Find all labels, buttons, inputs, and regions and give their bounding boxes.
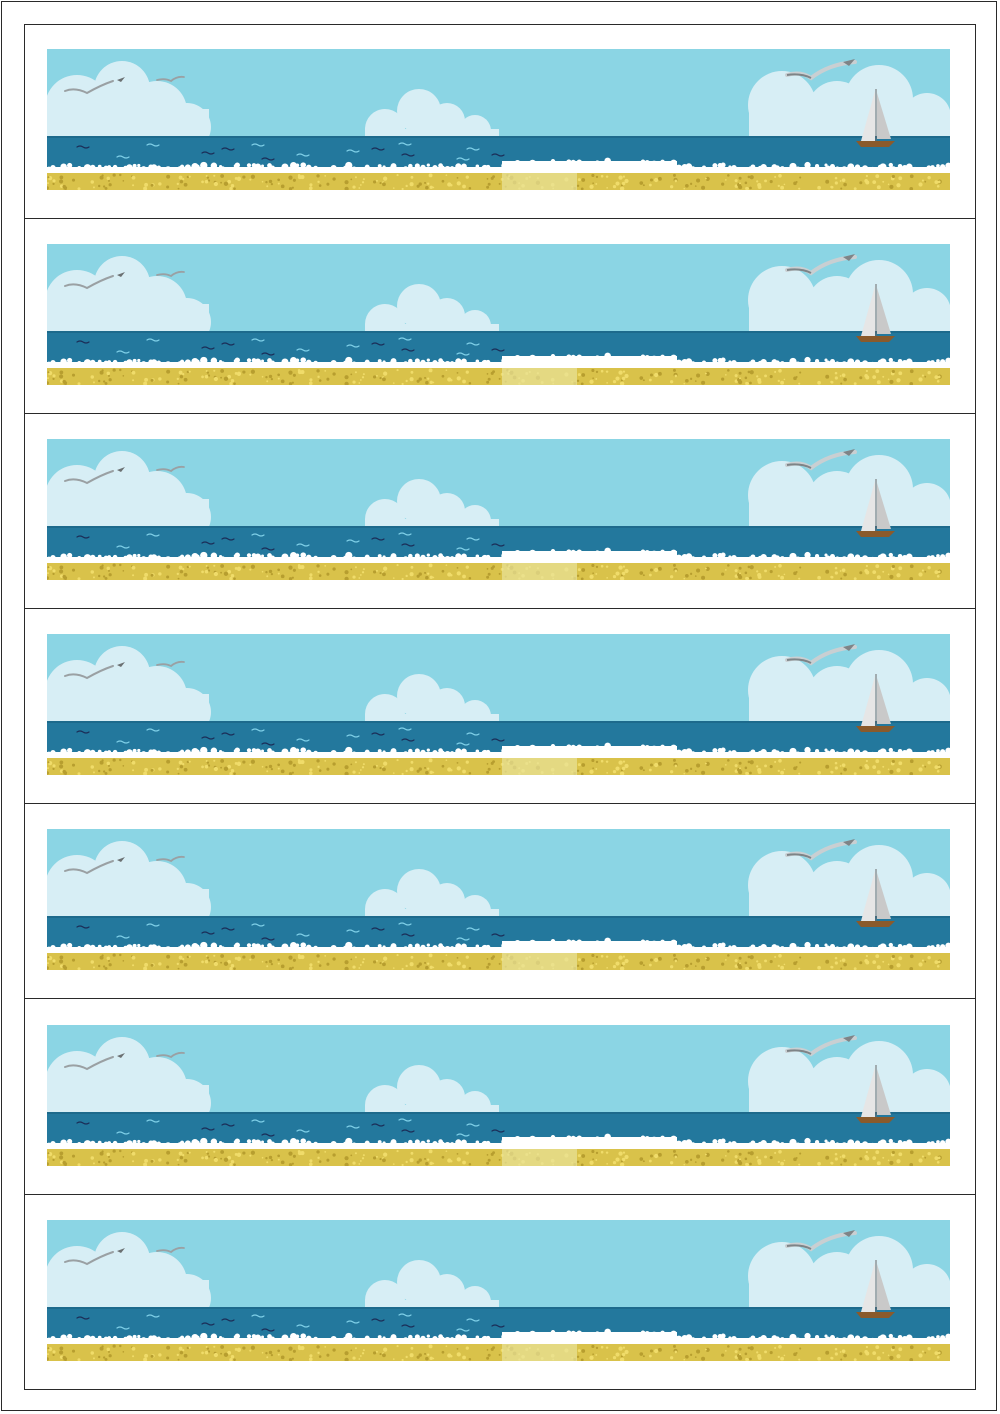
wave-marks	[76, 532, 505, 551]
cloud-icon	[748, 650, 950, 727]
sand	[47, 173, 950, 190]
wave-marks	[76, 922, 505, 941]
scene-frame	[47, 1024, 950, 1166]
scene-frame	[47, 244, 950, 386]
foam-bubbles	[47, 352, 950, 370]
beach-scene	[47, 1024, 950, 1166]
scene-strip	[24, 219, 976, 415]
sand-speckles	[47, 1343, 942, 1361]
seagull-icon	[785, 644, 857, 666]
sand-speckles	[47, 758, 942, 776]
seagull-icon	[64, 860, 114, 875]
wave-marks	[76, 727, 505, 746]
sand	[47, 1148, 950, 1166]
sailboat-icon	[856, 869, 895, 928]
scene-strip	[24, 609, 976, 805]
cloud-icon	[748, 1040, 950, 1117]
beach-scene	[47, 439, 950, 581]
seagull-icon	[156, 856, 185, 863]
scene-frame	[47, 634, 950, 776]
sailboat-icon	[856, 1259, 895, 1318]
seagull-icon	[64, 470, 114, 485]
seagull-icon	[156, 1051, 185, 1058]
sailboat-icon	[856, 674, 895, 733]
beach-scene	[47, 49, 950, 190]
foam-bubbles	[47, 938, 950, 955]
seagull-icon	[156, 661, 185, 668]
sand	[47, 563, 950, 581]
sailboat-icon	[856, 284, 895, 343]
wave-marks	[76, 337, 505, 356]
sand	[47, 1343, 950, 1361]
seagull-icon	[156, 466, 185, 473]
cloud-icon	[365, 674, 499, 735]
foam-bubbles	[47, 742, 950, 760]
scene-strip	[24, 1000, 976, 1195]
sailboat-icon	[856, 1064, 895, 1123]
foam-bubbles	[47, 1328, 950, 1345]
cloud-icon	[365, 284, 499, 345]
beach-scene	[47, 634, 950, 776]
cloud-icon	[47, 1231, 211, 1322]
beach-scene	[47, 829, 950, 971]
scene-strip	[24, 414, 976, 610]
cloud-icon	[47, 841, 211, 932]
seagull-icon	[785, 254, 857, 276]
seagull-icon	[785, 839, 857, 861]
template-sheet	[24, 24, 976, 1390]
beach-scene	[47, 244, 950, 386]
sand-speckles	[47, 1148, 942, 1166]
scene-strip	[24, 1195, 976, 1390]
sand	[47, 368, 950, 386]
cloud-icon	[748, 845, 950, 922]
seagull-icon	[785, 449, 857, 471]
foam-bubbles	[47, 1133, 950, 1150]
sand-speckles	[47, 173, 942, 190]
foam-bubbles	[47, 157, 950, 175]
seagull-icon	[156, 75, 185, 83]
sand	[47, 953, 950, 971]
sand-speckles	[47, 563, 942, 581]
seagull-icon	[64, 1055, 114, 1070]
seagull-icon	[156, 1246, 185, 1253]
cloud-icon	[748, 1235, 950, 1312]
seagull-icon	[785, 1034, 857, 1056]
beach-scene	[47, 1219, 950, 1361]
seagull-icon	[64, 275, 114, 290]
seagull-icon	[64, 1250, 114, 1265]
scene-strip	[24, 24, 976, 219]
scene-strip	[24, 804, 976, 1000]
cloud-icon	[748, 65, 950, 141]
seagull-icon	[156, 271, 185, 278]
seagull-icon	[785, 59, 857, 81]
scene-frame	[47, 439, 950, 581]
seagull-icon	[64, 665, 114, 680]
sailboat-icon	[856, 479, 895, 538]
scene-frame	[47, 49, 950, 190]
wave-marks	[76, 1312, 505, 1332]
wave-marks	[76, 142, 505, 161]
wave-marks	[76, 1117, 505, 1137]
seagull-icon	[785, 1229, 857, 1252]
sand	[47, 758, 950, 776]
seagull-icon	[64, 80, 114, 95]
cloud-icon	[748, 455, 950, 532]
sailboat-icon	[856, 89, 895, 147]
cloud-icon	[748, 260, 950, 337]
scene-frame	[47, 829, 950, 971]
foam-bubbles	[47, 547, 950, 565]
scene-frame	[47, 1219, 950, 1361]
